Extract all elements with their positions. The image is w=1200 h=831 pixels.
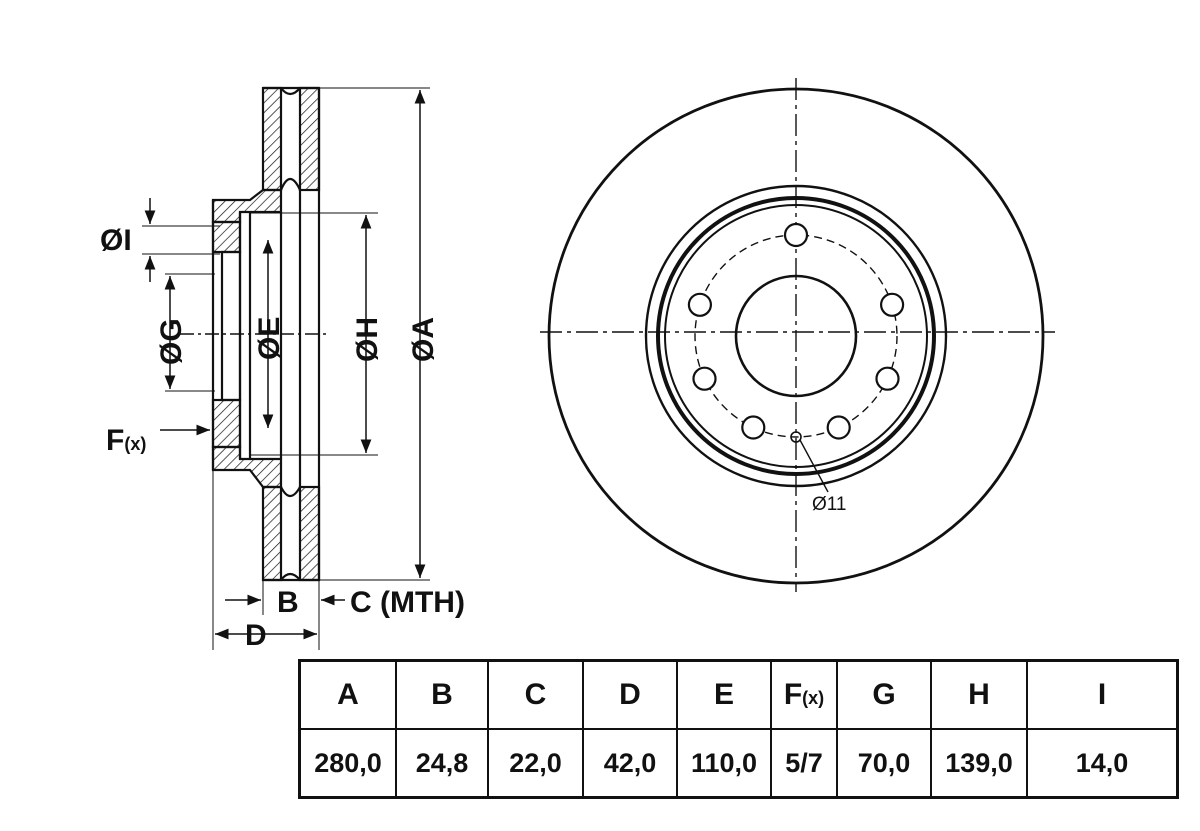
label-dia-h: ØH [351, 317, 384, 362]
header-h: H [930, 659, 1028, 730]
table-header-row: A B C D E F(x) G H I [298, 659, 1179, 730]
header-f-sub: (x) [802, 688, 825, 708]
header-b: B [395, 659, 489, 730]
label-dia-e: ØE [253, 317, 286, 360]
label-hole-dia: Ø11 [812, 494, 847, 515]
label-c-mth: C (MTH) [350, 586, 465, 619]
header-f-main: F [783, 678, 803, 711]
friction-plate-outer-lower [261, 485, 283, 582]
value-c: 22,0 [487, 728, 584, 799]
header-i: I [1026, 659, 1179, 730]
header-c: C [487, 659, 584, 730]
hole-leader-line [799, 439, 829, 493]
value-b: 24,8 [395, 728, 489, 799]
value-h: 139,0 [930, 728, 1028, 799]
dimension-table: A B C D E F(x) G H I 280,0 24,8 22,0 42,… [298, 659, 1179, 799]
label-dia-i: ØI [100, 224, 132, 257]
label-f-sub: (x) [124, 434, 146, 454]
section-dimensions [142, 87, 430, 650]
table-value-row: 280,0 24,8 22,0 42,0 110,0 5/7 70,0 139,… [298, 728, 1179, 799]
value-d: 42,0 [582, 728, 678, 799]
header-f: F(x) [770, 659, 838, 730]
label-d: D [245, 619, 267, 652]
hub-shell-lower [211, 445, 283, 489]
hub-shell-upper [211, 188, 283, 224]
label-b: B [277, 586, 299, 619]
friction-plate-outer-upper [261, 86, 283, 192]
bolt-hole-1 [783, 222, 809, 248]
label-dia-g: ØG [155, 318, 188, 365]
section-view [211, 86, 321, 582]
bolt-hole-6 [692, 366, 717, 391]
friction-plate-inner-upper [298, 86, 321, 192]
bolt-hole-5 [741, 415, 766, 440]
header-g: G [836, 659, 932, 730]
bolt-hole-4 [826, 415, 851, 440]
header-d: D [582, 659, 678, 730]
header-a: A [298, 659, 397, 730]
value-g: 70,0 [836, 728, 932, 799]
value-a: 280,0 [298, 728, 397, 799]
label-f-main: F [106, 424, 124, 457]
bolt-hole-7 [687, 292, 713, 317]
bolt-holes [687, 222, 905, 443]
bolt-hole-inner-mark [790, 431, 802, 443]
label-dia-a: ØA [407, 317, 440, 362]
friction-plate-inner-lower [298, 485, 321, 582]
front-view [540, 78, 1055, 592]
bolt-hole-3 [875, 366, 900, 391]
value-e: 110,0 [676, 728, 772, 799]
header-e: E [676, 659, 772, 730]
label-f: F(x) [106, 424, 146, 457]
value-f: 5/7 [770, 728, 838, 799]
bolt-hole-2 [879, 292, 905, 317]
value-i: 14,0 [1026, 728, 1179, 799]
